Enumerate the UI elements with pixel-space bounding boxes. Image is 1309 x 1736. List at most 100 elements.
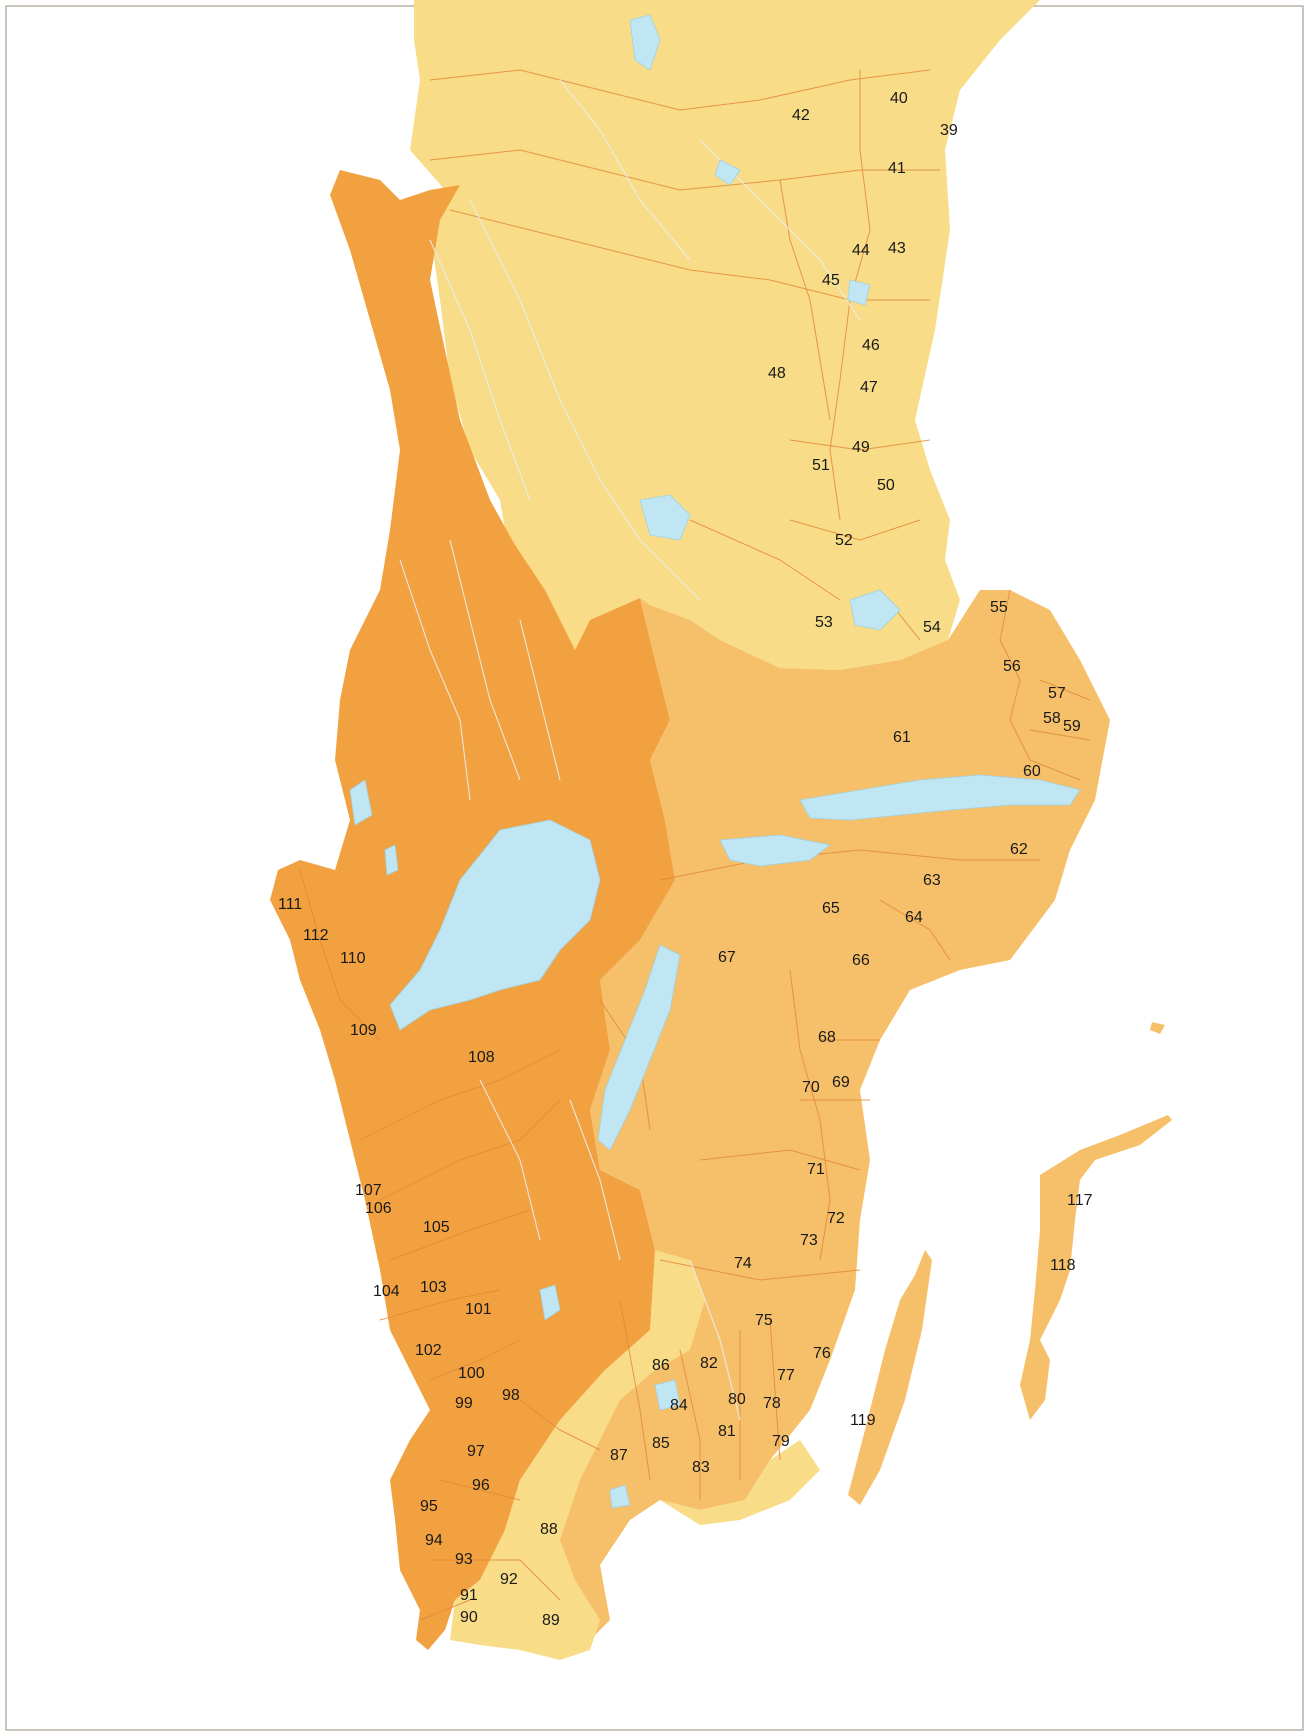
- region-label: 119: [850, 1412, 876, 1429]
- region-label: 47: [860, 379, 878, 396]
- zone-central-mid: [510, 590, 1110, 1640]
- lake-south-3: [609, 1484, 631, 1509]
- region-label: 107: [355, 1182, 382, 1199]
- lake-siljan: [639, 494, 691, 541]
- region-label: 70: [802, 1079, 820, 1096]
- region-label: 84: [670, 1397, 688, 1414]
- region-label: 41: [888, 160, 906, 177]
- island-oland: [848, 1250, 932, 1505]
- lake-west-2: [384, 844, 399, 876]
- lake-north-1: [629, 14, 661, 71]
- region-label: 53: [815, 614, 833, 631]
- region-label: 56: [1003, 658, 1021, 675]
- region-label: 69: [832, 1074, 850, 1091]
- region-label: 87: [610, 1447, 628, 1464]
- region-label: 49: [852, 439, 870, 456]
- region-label: 94: [425, 1532, 443, 1549]
- region-label: 40: [890, 90, 908, 107]
- region-label: 118: [1050, 1257, 1076, 1274]
- zone-south-light-east: [660, 1440, 820, 1525]
- lake-hjalmaren: [719, 834, 831, 867]
- region-label: 72: [827, 1210, 845, 1227]
- island-small-east: [1150, 1022, 1165, 1034]
- region-label: 102: [415, 1342, 442, 1359]
- region-label: 73: [800, 1232, 818, 1249]
- region-label: 83: [692, 1459, 710, 1476]
- region-label: 48: [768, 365, 786, 382]
- region-label: 93: [455, 1551, 473, 1568]
- lake-north-2: [714, 159, 741, 186]
- region-label: 68: [818, 1029, 836, 1046]
- region-label: 45: [822, 272, 840, 289]
- region-label: 71: [807, 1161, 825, 1178]
- region-label: 112: [303, 927, 329, 944]
- region-label: 44: [852, 242, 870, 259]
- region-label: 85: [652, 1435, 670, 1452]
- lake-vattern: [597, 944, 681, 1151]
- region-label: 92: [500, 1571, 518, 1588]
- lake-north-3: [847, 279, 871, 306]
- region-label: 96: [472, 1477, 490, 1494]
- region-label: 88: [540, 1521, 558, 1538]
- region-label: 60: [1023, 763, 1041, 780]
- region-label: 52: [835, 532, 853, 549]
- region-label: 81: [718, 1423, 736, 1440]
- zone-south-light: [450, 1250, 705, 1660]
- region-label: 98: [502, 1387, 520, 1404]
- zone-north-light: [410, 0, 1040, 670]
- region-label: 51: [812, 457, 830, 474]
- region-label: 103: [420, 1279, 447, 1296]
- region-label: 101: [465, 1301, 492, 1318]
- region-label: 106: [365, 1200, 392, 1217]
- region-label: 91: [460, 1587, 478, 1604]
- island-gotland: [1020, 1115, 1172, 1420]
- lake-west-1: [349, 779, 373, 826]
- region-label: 82: [700, 1355, 718, 1372]
- region-label: 42: [792, 107, 810, 124]
- region-label: 54: [923, 619, 941, 636]
- region-label: 89: [542, 1612, 560, 1629]
- region-label: 75: [755, 1312, 773, 1329]
- region-label: 57: [1048, 685, 1066, 702]
- region-label: 74: [734, 1255, 752, 1272]
- region-label: 66: [852, 952, 870, 969]
- region-label: 117: [1067, 1192, 1093, 1209]
- region-label: 80: [728, 1391, 746, 1408]
- lake-vanern: [389, 819, 601, 1031]
- region-label: 95: [420, 1498, 438, 1515]
- region-labels: 40 39 42 41 43 44 45 46 48 47 49 51 50 5…: [278, 90, 1093, 1629]
- region-label: 61: [893, 729, 911, 746]
- region-label: 78: [763, 1395, 781, 1412]
- region-label: 67: [718, 949, 736, 966]
- region-label: 100: [458, 1365, 485, 1382]
- region-label: 110: [340, 950, 366, 967]
- region-label: 58: [1043, 710, 1061, 727]
- lake-malaren: [799, 774, 1081, 821]
- region-label: 50: [877, 477, 895, 494]
- region-label: 109: [350, 1022, 377, 1039]
- region-label: 104: [373, 1283, 400, 1300]
- lake-south-1: [539, 1284, 561, 1321]
- rivers: [399, 79, 861, 1421]
- region-label: 55: [990, 599, 1008, 616]
- region-label: 76: [813, 1345, 831, 1362]
- region-label: 97: [467, 1443, 485, 1460]
- region-label: 111: [278, 896, 302, 913]
- region-label: 43: [888, 240, 906, 257]
- region-label: 59: [1063, 718, 1081, 735]
- region-label: 108: [468, 1049, 495, 1066]
- region-label: 46: [862, 337, 880, 354]
- region-label: 79: [772, 1433, 790, 1450]
- region-label: 63: [923, 872, 941, 889]
- lake-north-4: [849, 589, 901, 631]
- region-label: 64: [905, 909, 923, 926]
- region-label: 105: [423, 1219, 450, 1236]
- region-label: 65: [822, 900, 840, 917]
- region-label: 62: [1010, 841, 1028, 858]
- lake-south-2: [654, 1379, 681, 1411]
- region-label: 86: [652, 1357, 670, 1374]
- region-label: 99: [455, 1395, 473, 1412]
- region-label: 77: [777, 1367, 795, 1384]
- region-label: 39: [940, 122, 958, 139]
